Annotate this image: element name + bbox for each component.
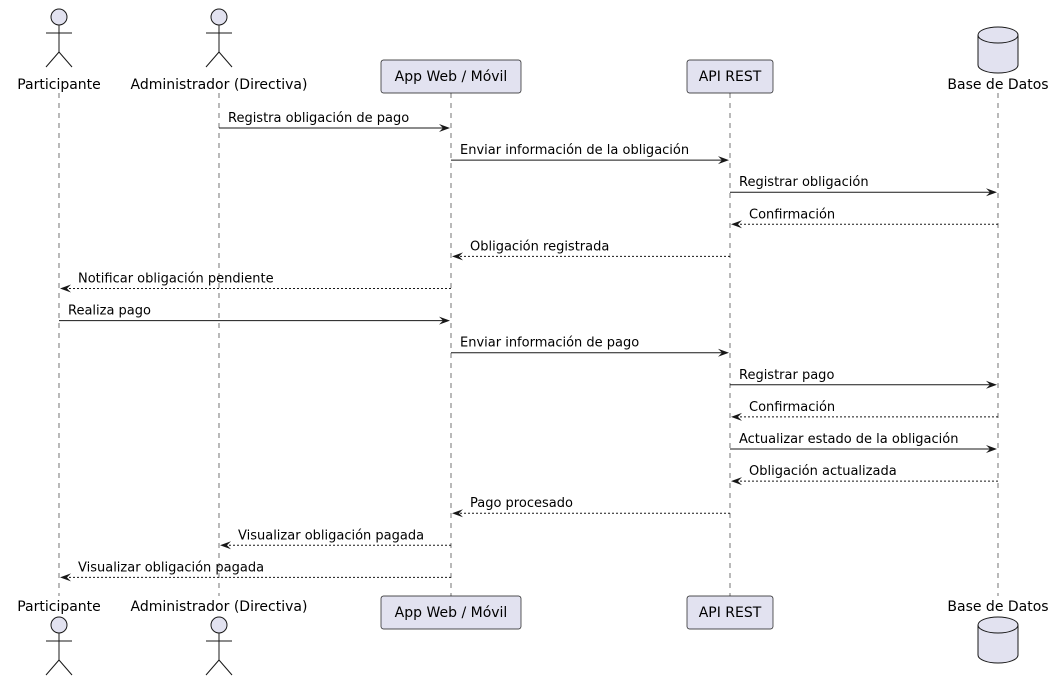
message-label: Confirmación: [749, 400, 835, 415]
participant-participante-top: Participante: [17, 8, 101, 93]
message-13: Pago procesado: [452, 496, 730, 518]
message-label: Registrar obligación: [739, 175, 869, 190]
participant-label: Participante: [17, 77, 101, 93]
message-label: Enviar información de pago: [460, 336, 639, 351]
arrowhead-icon: [718, 348, 729, 357]
participant-api-top: API REST: [686, 59, 774, 94]
message-2: Enviar información de la obligación: [451, 143, 729, 165]
lifelines: [58, 93, 999, 596]
arrowhead-icon: [731, 220, 742, 229]
participant-app-bottom: App Web / Móvil: [380, 595, 522, 630]
participant-heads-top: Participante Administrador (Directiva) App…: [17, 8, 1049, 94]
message-8: Enviar información de pago: [451, 336, 729, 357]
arrowhead-icon: [220, 541, 231, 550]
message-label: Pago procesado: [470, 496, 573, 511]
message-label: Confirmación: [749, 207, 835, 222]
participant-participante-bottom: Participante: [17, 599, 101, 676]
participant-label: API REST: [699, 605, 762, 621]
message-label: Visualizar obligación pagada: [238, 528, 424, 543]
message-6: Notificar obligación pendiente: [60, 272, 451, 293]
participant-administrador-bottom: Administrador (Directiva): [131, 599, 308, 676]
arrowhead-icon: [718, 156, 729, 165]
message-3: Registrar obligación: [730, 175, 997, 197]
arrowhead-icon: [986, 188, 997, 197]
participant-administrador-top: Administrador (Directiva): [131, 8, 308, 93]
message-label: Obligación actualizada: [749, 464, 897, 479]
participant-label: Base de Datos: [947, 599, 1048, 615]
participant-heads-bottom: Participante Administrador (Directiva) App…: [17, 595, 1049, 676]
participant-label: App Web / Móvil: [395, 605, 508, 621]
message-14: Visualizar obligación pagada: [220, 528, 451, 550]
participant-label: App Web / Móvil: [395, 69, 508, 85]
actor-administrador-icon: [205, 8, 233, 68]
arrowhead-icon: [439, 124, 450, 132]
message-4: Confirmación: [731, 207, 998, 229]
arrowhead-icon: [452, 252, 463, 261]
database-db-icon: [977, 26, 1019, 74]
message-label: Enviar información de la obligación: [460, 143, 689, 158]
participant-api-bottom: API REST: [686, 595, 774, 630]
actor-administrador-icon: [205, 616, 233, 676]
arrowhead-icon: [731, 477, 742, 486]
actor-participante-icon: [45, 616, 73, 676]
actor-participante-icon: [45, 8, 73, 68]
message-7: Realiza pago: [59, 304, 450, 325]
message-label: Registra obligación de pago: [228, 111, 409, 126]
participant-label: Base de Datos: [947, 77, 1048, 93]
message-label: Actualizar estado de la obligación: [739, 432, 958, 447]
participant-label: API REST: [699, 69, 762, 85]
message-12: Obligación actualizada: [731, 464, 998, 486]
message-label: Registrar pago: [739, 368, 834, 383]
participant-db-bottom: Base de Datos: [947, 599, 1049, 664]
message-9: Registrar pago: [730, 368, 997, 389]
message-5: Obligación registrada: [452, 239, 730, 261]
message-1: Registra obligación de pago: [219, 111, 450, 132]
arrowhead-icon: [60, 573, 71, 582]
arrowhead-icon: [60, 284, 71, 293]
message-label: Notificar obligación pendiente: [78, 272, 274, 287]
arrowhead-icon: [986, 380, 997, 389]
message-11: Actualizar estado de la obligación: [730, 432, 997, 453]
arrowhead-icon: [731, 412, 742, 421]
participant-label: Participante: [17, 599, 101, 615]
participant-label: Administrador (Directiva): [131, 599, 308, 615]
message-label: Realiza pago: [68, 304, 151, 319]
participant-db-top: Base de Datos: [947, 26, 1049, 93]
participant-app-top: App Web / Móvil: [380, 59, 522, 94]
database-db-icon: [977, 616, 1019, 664]
participant-label: Administrador (Directiva): [131, 77, 308, 93]
message-label: Visualizar obligación pagada: [78, 560, 264, 575]
arrowhead-icon: [439, 316, 450, 325]
message-label: Obligación registrada: [470, 239, 609, 254]
message-10: Confirmación: [731, 400, 998, 421]
message-15: Visualizar obligación pagada: [60, 560, 451, 582]
arrowhead-icon: [452, 509, 463, 518]
arrowhead-icon: [986, 445, 997, 453]
